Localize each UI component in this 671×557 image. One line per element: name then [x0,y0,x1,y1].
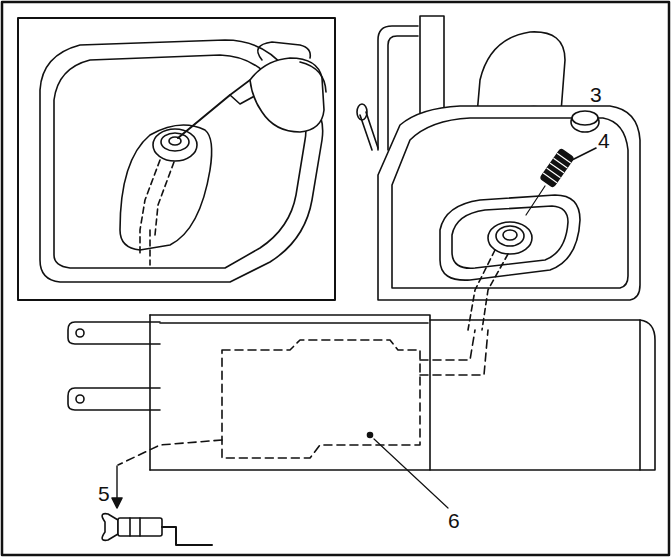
callout-number: 4 [598,130,610,151]
callout-number: 6 [448,510,460,531]
callout-number: 3 [590,84,602,105]
callout-number: 5 [98,483,110,504]
